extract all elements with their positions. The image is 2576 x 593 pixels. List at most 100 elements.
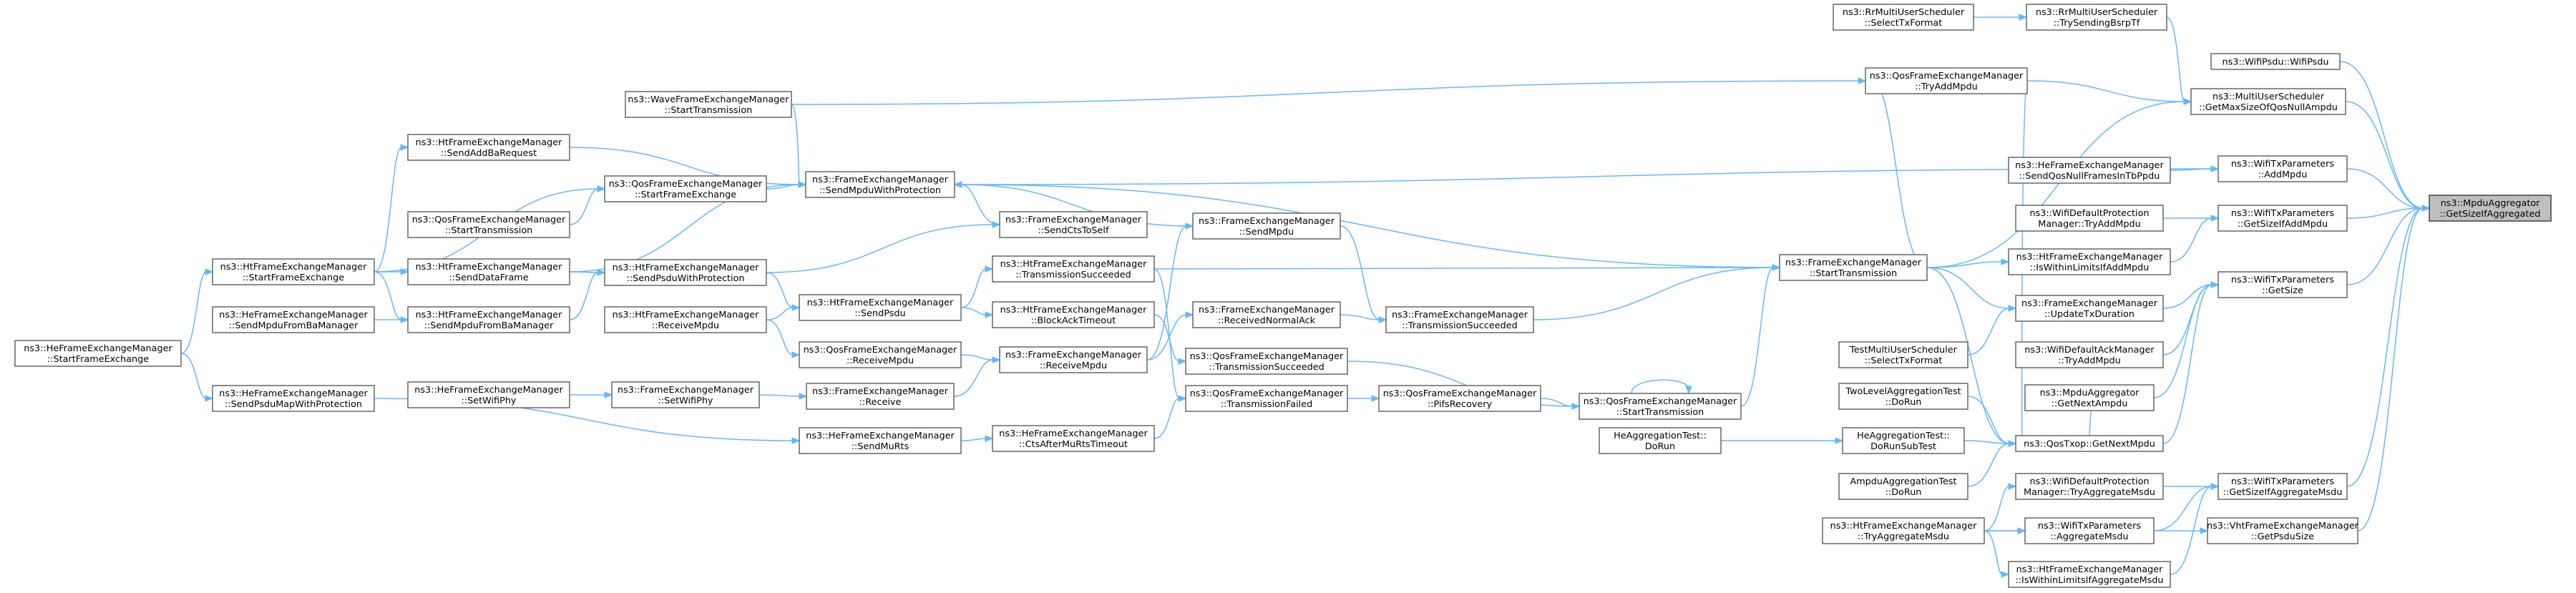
node-he-sendqosnullframes[interactable]: ns3::HeFrameExchangeManager::SendQosNull… <box>2008 157 2171 184</box>
edge-ht_receivempdu-to-ht_sendpsdu <box>766 304 801 320</box>
edge-fem_starttransmission-to-qos_tryaddmpdu <box>1864 77 1928 268</box>
node-getsizeifaggregated[interactable]: ns3::MpduAggregator::GetSizeIfAggregated <box>2429 195 2552 222</box>
node-txparams-getsizeifaggmsdu[interactable]: ns3::WifiTxParameters::GetSizeIfAggregat… <box>2218 473 2348 500</box>
edge-fem_sendctstoself-to-fem_sendmpduwithprotection <box>953 181 1000 225</box>
node-qos-receivempdu[interactable]: ns3::QosFrameExchangeManager::ReceiveMpd… <box>799 341 962 368</box>
node-musched-getmaxsize[interactable]: ns3::MultiUserScheduler::GetMaxSizeOfQos… <box>2190 88 2346 115</box>
node-wifidefaultprotection-tryaggmsdu[interactable]: ns3::WifiDefaultProtectionManager::TryAg… <box>2015 473 2164 500</box>
edge-line <box>2026 80 2185 102</box>
node-txparams-getsizeifaddmpdu[interactable]: ns3::WifiTxParameters::GetSizeIfAddMpdu <box>2218 205 2348 232</box>
node-fem-receive[interactable]: ns3::FrameExchangeManager::Receive <box>806 383 955 410</box>
node-he-setwifiphy[interactable]: ns3::HeFrameExchangeManager::SetWifiPhy <box>407 381 570 408</box>
edge-line <box>1967 308 2010 356</box>
node-qos-tryaddmpdu[interactable]: ns3::QosFrameExchangeManager::TryAddMpdu <box>1865 67 2028 94</box>
edge-line <box>1926 101 2185 268</box>
edge-line <box>2153 486 2212 531</box>
edge-txparams_getsize-to-getsizeifaggregated <box>2346 205 2431 285</box>
node-fem-setwifiphy[interactable]: ns3::FrameExchangeManager::SetWifiPhy <box>611 381 760 408</box>
node-fem-transmissionsucceeded[interactable]: ns3::FrameExchangeManager::TransmissionS… <box>1385 306 1534 333</box>
edge-arrowhead <box>1858 77 1867 84</box>
node-fem-sendctstoself[interactable]: ns3::FrameExchangeManager::SendCtsToSelf <box>999 211 1148 238</box>
node-box <box>805 171 955 198</box>
node-label-line: ::ReceiveMpdu <box>652 320 719 331</box>
node-ht-receivempdu[interactable]: ns3::HtFrameExchangeManager::ReceiveMpdu <box>604 306 767 333</box>
node-label-line: ns3::FrameExchangeManager <box>1005 350 1142 361</box>
edge-arrowhead <box>400 316 409 323</box>
node-qostxop-getnextmpdu[interactable]: ns3::QosTxop::GetNextMpdu <box>2015 435 2164 452</box>
node-qos-starttransmission-right[interactable]: ns3::QosFrameExchangeManager::StartTrans… <box>1579 393 1742 420</box>
edge-fem_starttransmission-to-musched_getmaxsize <box>1926 98 2192 268</box>
node-wave-starttransmission[interactable]: ns3::WaveFrameExchangeManager::StartTran… <box>625 91 792 118</box>
node-txparams-getsize[interactable]: ns3::WifiTxParameters::GetSize <box>2218 271 2348 298</box>
node-label-line: ::TransmissionSucceeded <box>1015 270 1131 280</box>
node-label-line: ns3::QosFrameExchangeManager <box>1190 388 1344 399</box>
node-ht-sendpsdu[interactable]: ns3::HtFrameExchangeManager::SendPsdu <box>799 294 962 321</box>
node-heagg-dorun[interactable]: HeAggregationTest::DoRun <box>1599 427 1722 454</box>
node-he-ctsaftermurtstimeout[interactable]: ns3::HeFrameExchangeManager::CtsAfterMuR… <box>992 425 1155 452</box>
node-fem-receivempdu[interactable]: ns3::FrameExchangeManager::ReceiveMpdu <box>999 346 1148 373</box>
node-ht-blockacktimeout[interactable]: ns3::HtFrameExchangeManager::BlockAckTim… <box>992 301 1155 328</box>
node-ampdu-dorun[interactable]: AmpduAggregationTest::DoRun <box>1838 473 1968 500</box>
edge-line <box>960 268 987 308</box>
node-qos-startframeexchange[interactable]: ns3::QosFrameExchangeManager::StartFrame… <box>604 175 767 202</box>
node-fem-starttransmission[interactable]: ns3::FrameExchangeManager::StartTransmis… <box>1779 254 1928 281</box>
node-qos-transmissionfailed[interactable]: ns3::QosFrameExchangeManager::Transmissi… <box>1185 385 1348 412</box>
node-ht-iswithinlimitsifaggmsdu[interactable]: ns3::HtFrameExchangeManager::IsWithinLim… <box>2008 561 2171 588</box>
node-wifipsdu[interactable]: ns3::WifiPsdu::WifiPsdu <box>2210 53 2341 70</box>
node-vht-getpsdusize[interactable]: ns3::VhtFrameExchangeManager::GetPsduSiz… <box>2207 517 2359 544</box>
edge-fem_starttransmission-to-fem_sendmpduwithprotection <box>953 181 1780 268</box>
node-testmulti-selecttxformat[interactable]: TestMultiUserScheduler::SelectTxFormat <box>1838 341 1968 368</box>
node-ht-sendpsduwithprotection[interactable]: ns3::HtFrameExchangeManager::SendPsduWit… <box>604 259 767 286</box>
node-box <box>2008 561 2171 588</box>
node-txparams-aggregatemsdu[interactable]: ns3::WifiTxParameters::AggregateMsdu <box>2024 517 2155 544</box>
node-label-line: ns3::QosFrameExchangeManager <box>609 179 763 190</box>
node-label-line: ::SendPsdu <box>854 308 905 319</box>
edge-line <box>1984 530 2003 575</box>
node-ht-transmissionsucceeded[interactable]: ns3::HtFrameExchangeManager::Transmissio… <box>992 255 1155 283</box>
node-ht-startframeexchange[interactable]: ns3::HtFrameExchangeManager::StartFrameE… <box>212 258 375 285</box>
node-he-sendmpdufrombamanager[interactable]: ns3::HeFrameExchangeManager::SendMpduFro… <box>212 306 375 333</box>
node-label-line: ns3::WifiPsdu::WifiPsdu <box>2223 57 2329 68</box>
node-wifidefaultprotection-tryaddmpdu[interactable]: ns3::WifiDefaultProtectionManager::TryAd… <box>2015 205 2164 232</box>
node-ht-sendaddbarequest[interactable]: ns3::HtFrameExchangeManager::SendAddBaRe… <box>407 134 570 161</box>
node-txparams-addmpdu[interactable]: ns3::WifiTxParameters::AddMpdu <box>2218 155 2348 182</box>
edge-line <box>1967 443 2010 487</box>
node-qos-starttransmission-left[interactable]: ns3::QosFrameExchangeManager::StartTrans… <box>407 211 570 238</box>
node-qos-pifsrecovery[interactable]: ns3::QosFrameExchangeManager::PifsRecove… <box>1378 385 1541 412</box>
node-label-line: ::SetWifiPhy <box>658 396 713 406</box>
node-label-line: Manager::TryAddMpdu <box>2038 219 2140 230</box>
node-mpduagg-getnextampdu[interactable]: ns3::MpduAggregator::GetNextAmpdu <box>2024 384 2155 411</box>
edge-arrowhead <box>2008 440 2017 447</box>
node-wifidefaultack-tryaddmpdu[interactable]: ns3::WifiDefaultAckManager::TryAddMpdu <box>2015 341 2164 368</box>
edge-line <box>766 307 794 320</box>
edge-arrowhead <box>791 437 801 444</box>
node-fem-updatetxduration[interactable]: ns3::FrameExchangeManager::UpdateTxDurat… <box>2015 295 2164 322</box>
edge-line <box>1740 267 1774 407</box>
node-he-startframeexchange[interactable]: ns3::HeFrameExchangeManager::StartFrameE… <box>14 340 182 367</box>
node-he-sendpsdumapwithprotection[interactable]: ns3::HeFrameExchangeManager::SendPsduMap… <box>212 385 375 412</box>
node-he-sendmurts[interactable]: ns3::HeFrameExchangeManager::SendMuRts <box>799 427 962 454</box>
node-label-line: ns3::MpduAggregator <box>2040 388 2140 398</box>
node-rr-selecttxformat[interactable]: ns3::RrMultiUserScheduler::SelectTxForma… <box>1833 4 1974 31</box>
node-label-line: TwoLevelAggregationTest <box>1845 386 1961 397</box>
node-fem-sendmpduwithprotection[interactable]: ns3::FrameExchangeManager::SendMpduWithP… <box>805 171 955 198</box>
node-ht-sendmpdufrombamanager[interactable]: ns3::HtFrameExchangeManager::SendMpduFro… <box>407 306 570 333</box>
node-heagg-dorunsubtest[interactable]: HeAggregationTest::DoRunSubTest <box>1842 427 1965 454</box>
node-label-line: ns3::HeFrameExchangeManager <box>219 310 368 320</box>
node-fem-receivednormalack[interactable]: ns3::FrameExchangeManager::ReceivedNorma… <box>1192 301 1341 328</box>
node-fem-sendmpdu[interactable]: ns3::FrameExchangeManager::SendMpdu <box>1192 212 1341 240</box>
node-twolevel-dorun[interactable]: TwoLevelAggregationTest::DoRun <box>1838 383 1968 410</box>
node-ht-tryaggregatemsdu[interactable]: ns3::HtFrameExchangeManager::TryAggregat… <box>1822 517 1985 544</box>
node-rr-trysendingbsrptf[interactable]: ns3::RrMultiUserScheduler::TrySendingBsr… <box>2026 4 2167 31</box>
node-box <box>1378 385 1541 412</box>
node-label-line: ::BlockAckTimeout <box>1031 315 1116 326</box>
edge-qos_tryaddmpdu-to-musched_getmaxsize <box>2026 80 2192 105</box>
node-ht-iswithinlimitsifaddmpdu[interactable]: ns3::HtFrameExchangeManager::IsWithinLim… <box>2008 248 2171 275</box>
node-qos-transmissionsucceeded[interactable]: ns3::QosFrameExchangeManager::Transmissi… <box>1185 348 1348 375</box>
node-ht-senddataframe[interactable]: ns3::HtFrameExchangeManager::SendDataFra… <box>407 258 570 285</box>
node-label-line: ::IsWithinLimitsIfAddMpdu <box>2030 263 2150 273</box>
node-box <box>2024 384 2155 411</box>
edge-arrowhead <box>2210 215 2220 222</box>
edge-fem_receive-to-fem_receivempdu <box>953 356 1001 397</box>
